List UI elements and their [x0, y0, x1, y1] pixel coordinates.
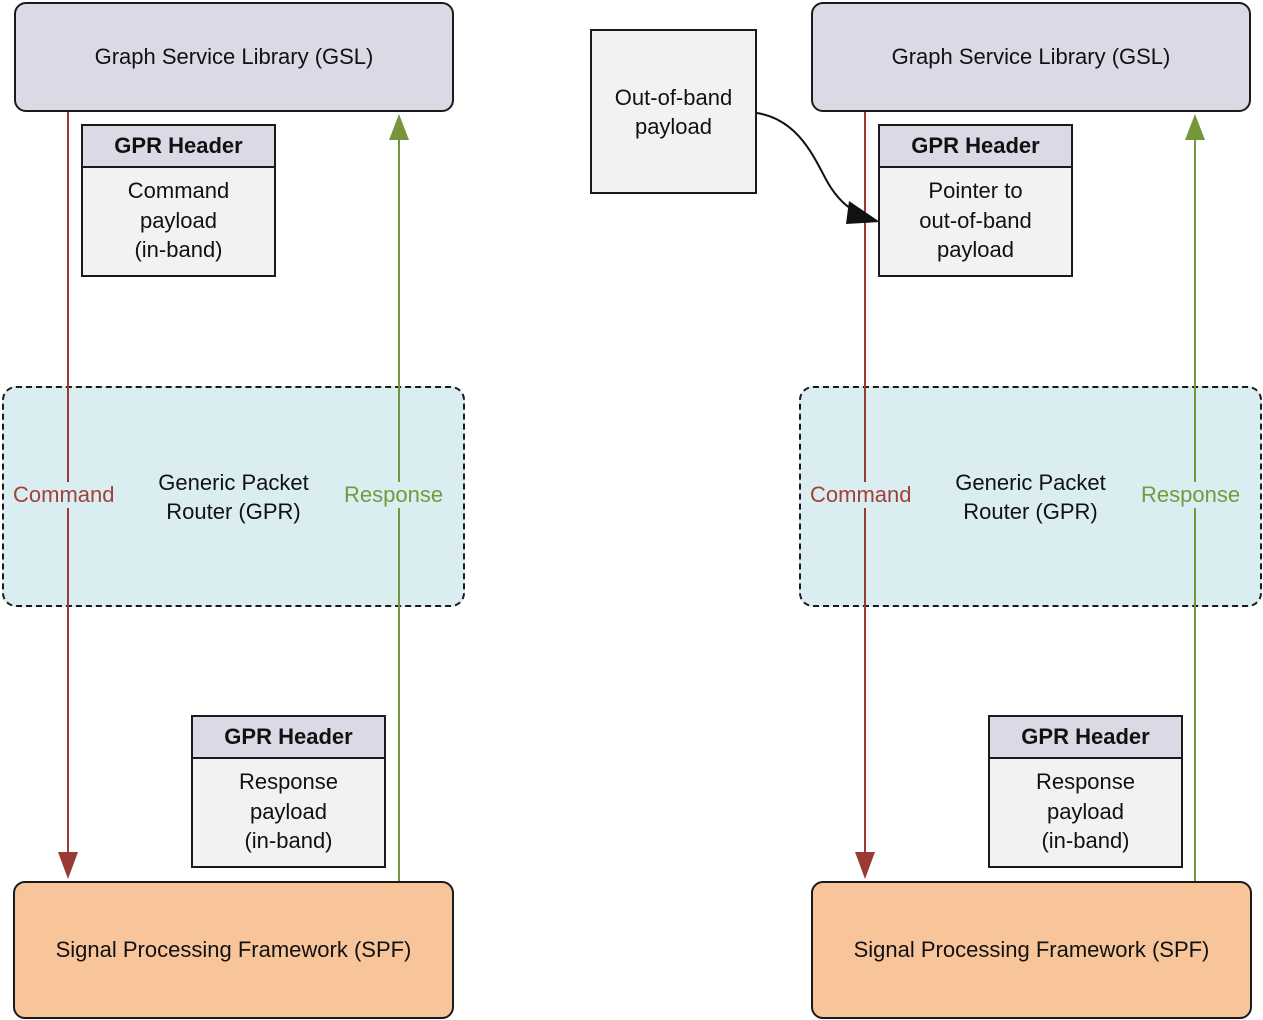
right-response-packet: GPR Header Response payload (in-band) [988, 715, 1183, 868]
left-gpr-label: Generic Packet Router (GPR) [158, 469, 309, 524]
right-command-label: Command [809, 482, 913, 508]
right-spf-label: Signal Processing Framework (SPF) [853, 937, 1210, 962]
gpr-header: GPR Header [83, 126, 274, 168]
right-gpr-label: Generic Packet Router (GPR) [955, 469, 1106, 524]
right-spf-box: Signal Processing Framework (SPF) [811, 881, 1252, 1019]
packet-payload: Command payload (in-band) [127, 178, 230, 263]
right-response-arrowhead [1185, 114, 1205, 140]
gpr-header: GPR Header [990, 717, 1181, 759]
left-command-packet: GPR Header Command payload (in-band) [81, 124, 276, 277]
right-command-packet: GPR Header Pointer to out-of-band payloa… [878, 124, 1073, 277]
right-command-arrowhead [855, 852, 875, 879]
left-spf-box: Signal Processing Framework (SPF) [13, 881, 454, 1019]
gpr-header: GPR Header [193, 717, 384, 759]
gpr-header: GPR Header [880, 126, 1071, 168]
left-spf-label: Signal Processing Framework (SPF) [55, 937, 412, 962]
left-gsl-label: Graph Service Library (GSL) [94, 44, 374, 69]
packet-payload: Response payload (in-band) [1035, 769, 1136, 854]
left-gsl-box: Graph Service Library (GSL) [14, 2, 454, 112]
right-gsl-label: Graph Service Library (GSL) [891, 44, 1171, 69]
packet-payload: Response payload (in-band) [238, 769, 339, 854]
left-command-label: Command [12, 482, 116, 508]
left-response-packet: GPR Header Response payload (in-band) [191, 715, 386, 868]
left-response-label: Response [343, 482, 445, 508]
left-command-arrowhead [58, 852, 78, 879]
out-of-band-pointer-curve [756, 112, 859, 214]
right-gsl-box: Graph Service Library (GSL) [811, 2, 1251, 112]
packet-payload: Pointer to out-of-band payload [919, 178, 1032, 263]
out-of-band-pointer-arrowhead [846, 201, 880, 224]
out-of-band-payload-box: Out-of-band payload [590, 29, 757, 194]
right-response-label: Response [1140, 482, 1242, 508]
left-response-arrowhead [389, 114, 409, 140]
